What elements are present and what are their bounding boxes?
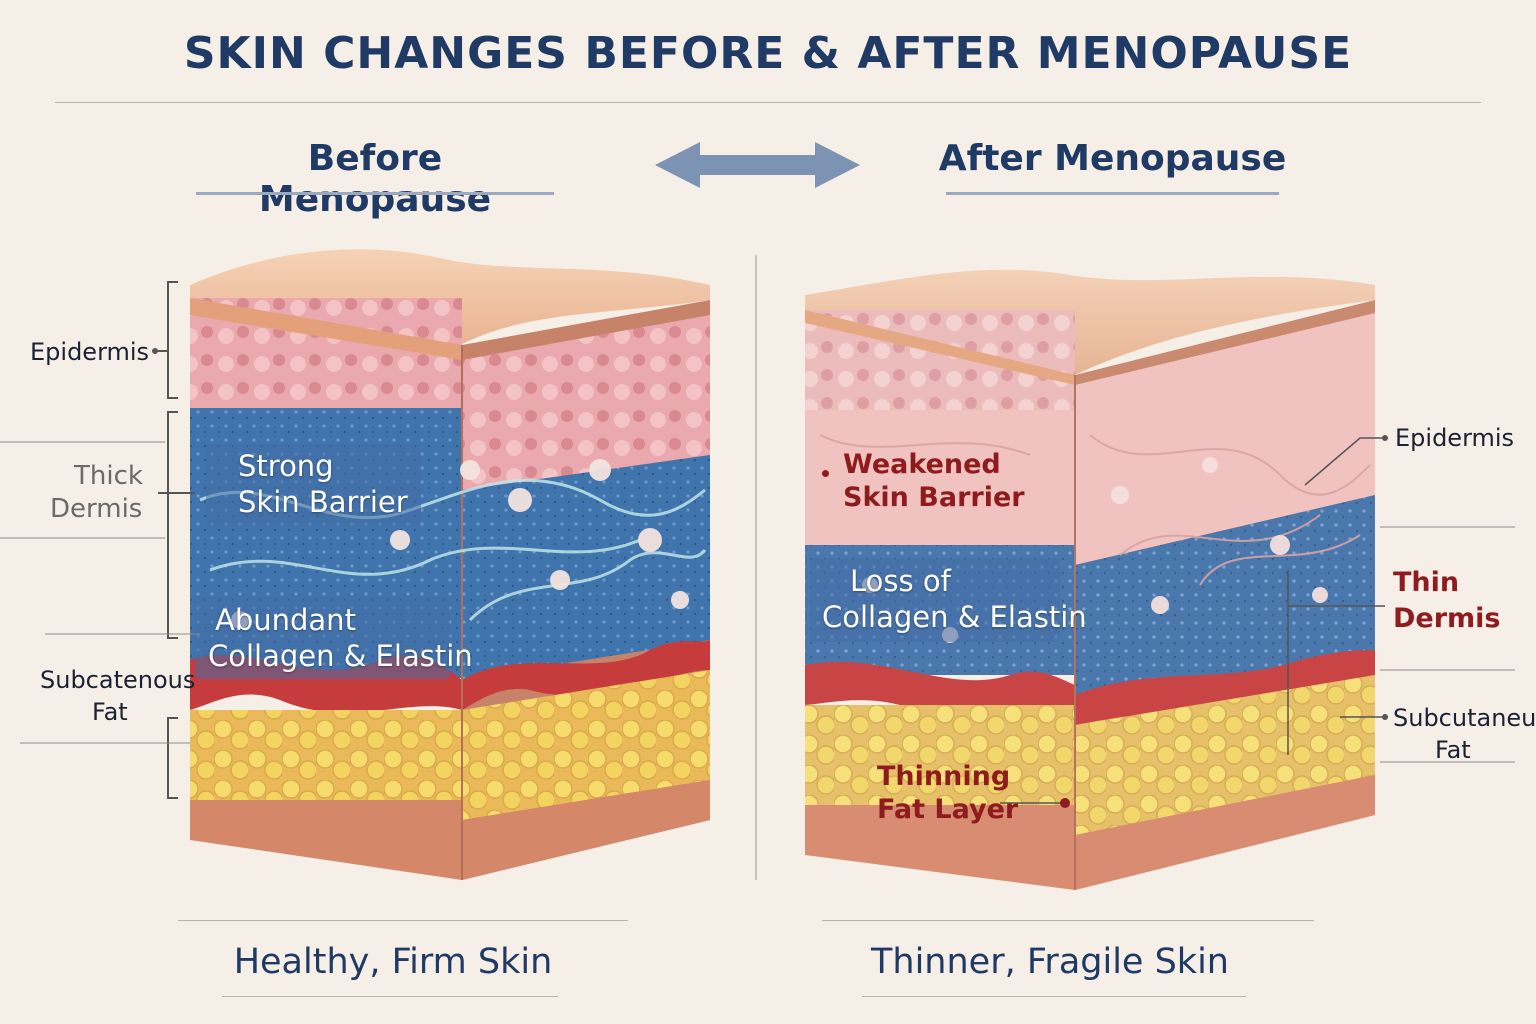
before-heading: Before Menopause bbox=[258, 138, 492, 220]
after-heading: After Menopause bbox=[938, 138, 1287, 179]
before-collagen-callout-bg bbox=[195, 597, 450, 679]
after-fat-callout-line2: Fat Layer bbox=[877, 794, 1019, 825]
after-collagen-callout-line1: Loss of bbox=[850, 564, 951, 598]
before-skin-block bbox=[190, 249, 710, 880]
after-caption-top-rule bbox=[822, 920, 1314, 921]
after-barrier-marker bbox=[822, 470, 829, 477]
after-fat-label-line1: Subcutaneus bbox=[1393, 704, 1536, 732]
before-brackets bbox=[0, 281, 200, 799]
before-dermis-label-line2: Dermis bbox=[50, 494, 143, 524]
page-title: SKIN CHANGES BEFORE & AFTER MENOPAUSE bbox=[183, 28, 1353, 79]
before-collagen-callout-line2: Collagen & Elastin bbox=[208, 639, 473, 673]
before-heading-underline bbox=[196, 192, 554, 195]
before-collagen-callout-line1: Abundant bbox=[215, 603, 356, 637]
after-dermis-label-line2: Dermis bbox=[1393, 603, 1501, 634]
after-barrier-callout-line1: Weakened bbox=[843, 449, 1001, 480]
after-caption: Thinner, Fragile Skin bbox=[871, 942, 1229, 982]
after-collagen-callout-bg bbox=[810, 558, 1060, 642]
after-fat-label-line2: Fat bbox=[1435, 736, 1471, 764]
center-divider bbox=[755, 255, 757, 880]
before-fat-label-line2: Fat bbox=[92, 698, 128, 726]
before-caption-top-rule bbox=[178, 920, 628, 921]
double-arrow-icon bbox=[655, 142, 860, 188]
before-caption-bottom-rule bbox=[222, 996, 558, 997]
after-collagen-callout-line2: Collagen & Elastin bbox=[822, 600, 1087, 634]
before-barrier-callout-line2: Skin Barrier bbox=[238, 485, 408, 519]
after-epidermis-label: Epidermis bbox=[1395, 424, 1515, 452]
title-divider bbox=[55, 102, 1481, 103]
after-heading-underline bbox=[946, 192, 1279, 195]
after-leader-lines bbox=[1000, 435, 1515, 808]
before-fat-label-line1: Subcatenous bbox=[40, 666, 196, 694]
after-fat-callout-line1: Thinning bbox=[877, 761, 1011, 792]
after-barrier-callout-line2: Skin Barrier bbox=[843, 482, 1025, 513]
before-dermis-label-line1: Thick bbox=[74, 461, 143, 491]
before-epidermis-label: Epidermis bbox=[30, 338, 150, 366]
after-dermis-label-line1: Thin bbox=[1393, 567, 1460, 598]
before-barrier-callout-line1: Strong bbox=[238, 449, 334, 483]
before-barrier-callout-bg bbox=[206, 444, 421, 526]
after-caption-bottom-rule bbox=[862, 996, 1246, 997]
before-caption: Healthy, Firm Skin bbox=[233, 942, 553, 982]
after-skin-block bbox=[805, 269, 1375, 890]
